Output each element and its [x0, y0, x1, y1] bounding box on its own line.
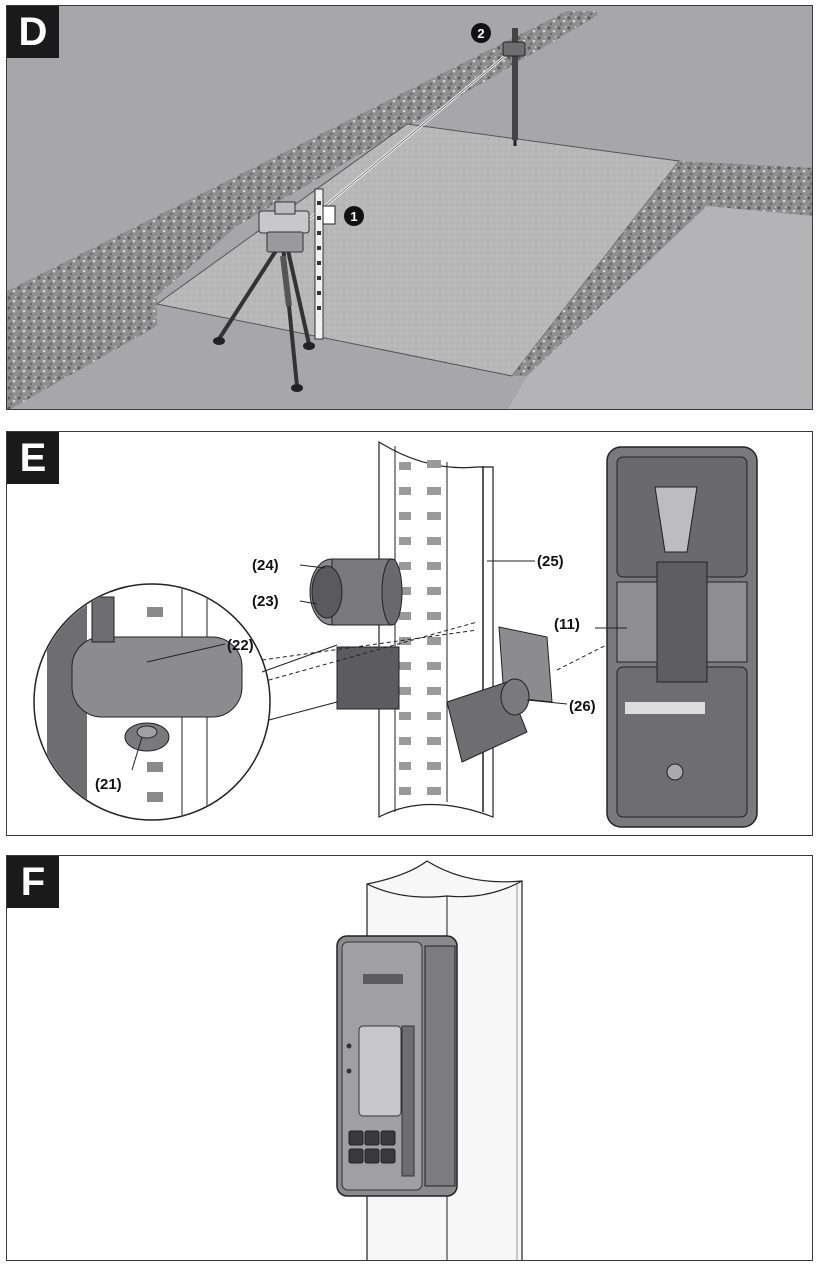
clamp-knob	[309, 558, 403, 626]
panel-f: F	[6, 855, 813, 1261]
near-staff	[314, 188, 336, 340]
panel-d-illustration: 1 2	[7, 6, 812, 409]
gravel-right	[512, 161, 812, 376]
label-22: (22)	[227, 637, 254, 654]
receiver-back	[606, 446, 758, 828]
receiver-holder	[446, 626, 553, 763]
measuring-staff	[378, 440, 494, 818]
bracket-backplate	[336, 646, 400, 710]
panel-e-illustration: (24) (23) (22) (21) (25) (11) (26)	[33, 440, 758, 828]
gravel-band	[7, 11, 597, 396]
ground-right	[508, 206, 812, 409]
label-21: (21)	[95, 776, 122, 793]
panel-e-tag: E	[7, 432, 59, 484]
callout-1: 1	[344, 206, 364, 226]
panel-d-tag: D	[7, 6, 59, 58]
far-staff	[502, 28, 526, 146]
panel-e: E	[6, 431, 813, 836]
callout-2: 2	[471, 23, 491, 43]
detail-magnifier	[33, 583, 271, 821]
rotation-laser	[258, 201, 310, 253]
label-11: (11)	[554, 616, 580, 633]
label-25: (25)	[537, 553, 564, 570]
laser-receiver	[336, 935, 458, 1197]
gravel-bottom	[7, 296, 157, 409]
svg-text:1: 1	[350, 209, 357, 224]
label-26: (26)	[569, 698, 596, 715]
panel-f-illustration	[336, 860, 523, 1260]
label-23: (23)	[252, 593, 279, 610]
panel-f-tag: F	[7, 856, 59, 908]
svg-text:2: 2	[477, 26, 484, 41]
label-24: (24)	[252, 557, 279, 574]
panel-d: D	[6, 5, 813, 410]
tripod	[213, 244, 315, 392]
